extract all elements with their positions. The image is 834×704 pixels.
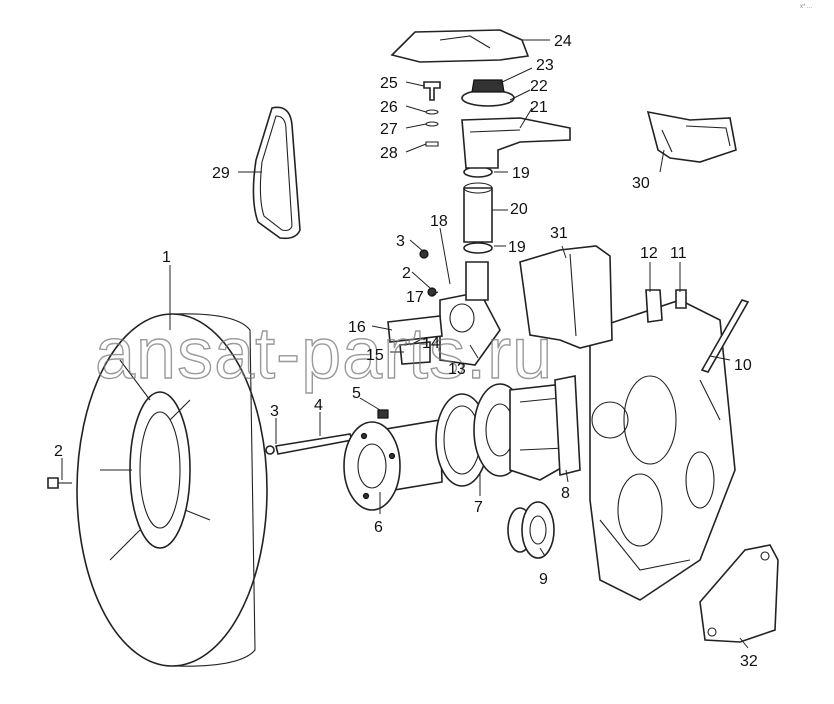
idler-pulley-part-9 (507, 501, 555, 559)
tube-part-10 (700, 299, 750, 373)
callout-25: 25 (380, 75, 398, 92)
fan-shroud-part-1 (76, 313, 268, 667)
callout-9: 9 (539, 571, 548, 588)
callout-19-upper: 19 (512, 165, 530, 182)
callout-15: 15 (366, 347, 384, 364)
callout-20: 20 (510, 201, 528, 218)
gasket-part-8 (554, 375, 581, 477)
timing-gear-housing (589, 299, 736, 601)
lower-bracket-part-32 (699, 544, 779, 643)
thermostat-housing-parts-13-18 (387, 249, 501, 366)
callout-14: 14 (422, 335, 440, 352)
fan-spacer-part-6 (343, 419, 443, 511)
callout-10: 10 (734, 357, 752, 374)
callout-16: 16 (348, 319, 366, 336)
callout-31: 31 (550, 225, 568, 242)
callout-4: 4 (314, 397, 323, 414)
bracket-part-30 (646, 110, 737, 163)
watermark-text: ansat-parts.ru (95, 314, 553, 394)
callout-26: 26 (380, 99, 398, 116)
callout-30: 30 (632, 175, 650, 192)
top-cover-part-24 (390, 29, 530, 63)
callout-2-upper: 2 (402, 265, 411, 282)
callout-11: 11 (670, 245, 687, 262)
leader-lines (61, 39, 749, 649)
callout-28: 28 (380, 145, 398, 162)
hose-part-20-clamps-19 (463, 166, 493, 301)
callout-3-lower: 3 (270, 403, 279, 420)
callout-24: 24 (554, 33, 572, 50)
callout-32: 32 (740, 653, 758, 670)
callout-3-upper: 3 (396, 233, 405, 250)
callout-5: 5 (352, 385, 361, 402)
callout-1: 1 (162, 249, 171, 266)
callout-13: 13 (448, 361, 466, 378)
callout-27: 27 (380, 121, 398, 138)
callout-22: 22 (530, 78, 548, 95)
fitting-part-11 (675, 289, 687, 309)
stud-bolt-part-3-4 (265, 433, 354, 455)
callout-23: 23 (536, 57, 554, 74)
corner-mark: x* ... (800, 4, 812, 10)
water-pump-pulley-part-7 (435, 383, 576, 487)
mounting-plate-part-31 (519, 245, 613, 349)
bolt-part-2-left (47, 477, 72, 489)
callout-12: 12 (640, 245, 658, 262)
callout-6: 6 (374, 519, 383, 536)
callout-2-left: 2 (54, 443, 63, 460)
clip-part-12 (645, 289, 663, 323)
nut-part-5 (377, 409, 389, 419)
callout-29: 29 (212, 165, 230, 182)
callout-18: 18 (430, 213, 448, 230)
callout-labels: 1 2 2 3 3 4 5 6 7 8 9 10 11 12 13 14 15 … (54, 33, 758, 670)
bolt-and-washers-parts-25-28 (423, 81, 441, 147)
outlet-elbow-part-21 (461, 117, 571, 169)
callout-17: 17 (406, 289, 424, 306)
callout-21: 21 (530, 99, 548, 116)
cap-part-23 (471, 79, 505, 93)
callout-7: 7 (474, 499, 483, 516)
callout-19-lower: 19 (508, 239, 526, 256)
drive-belt-part-29 (252, 106, 301, 240)
callout-8: 8 (561, 485, 570, 502)
